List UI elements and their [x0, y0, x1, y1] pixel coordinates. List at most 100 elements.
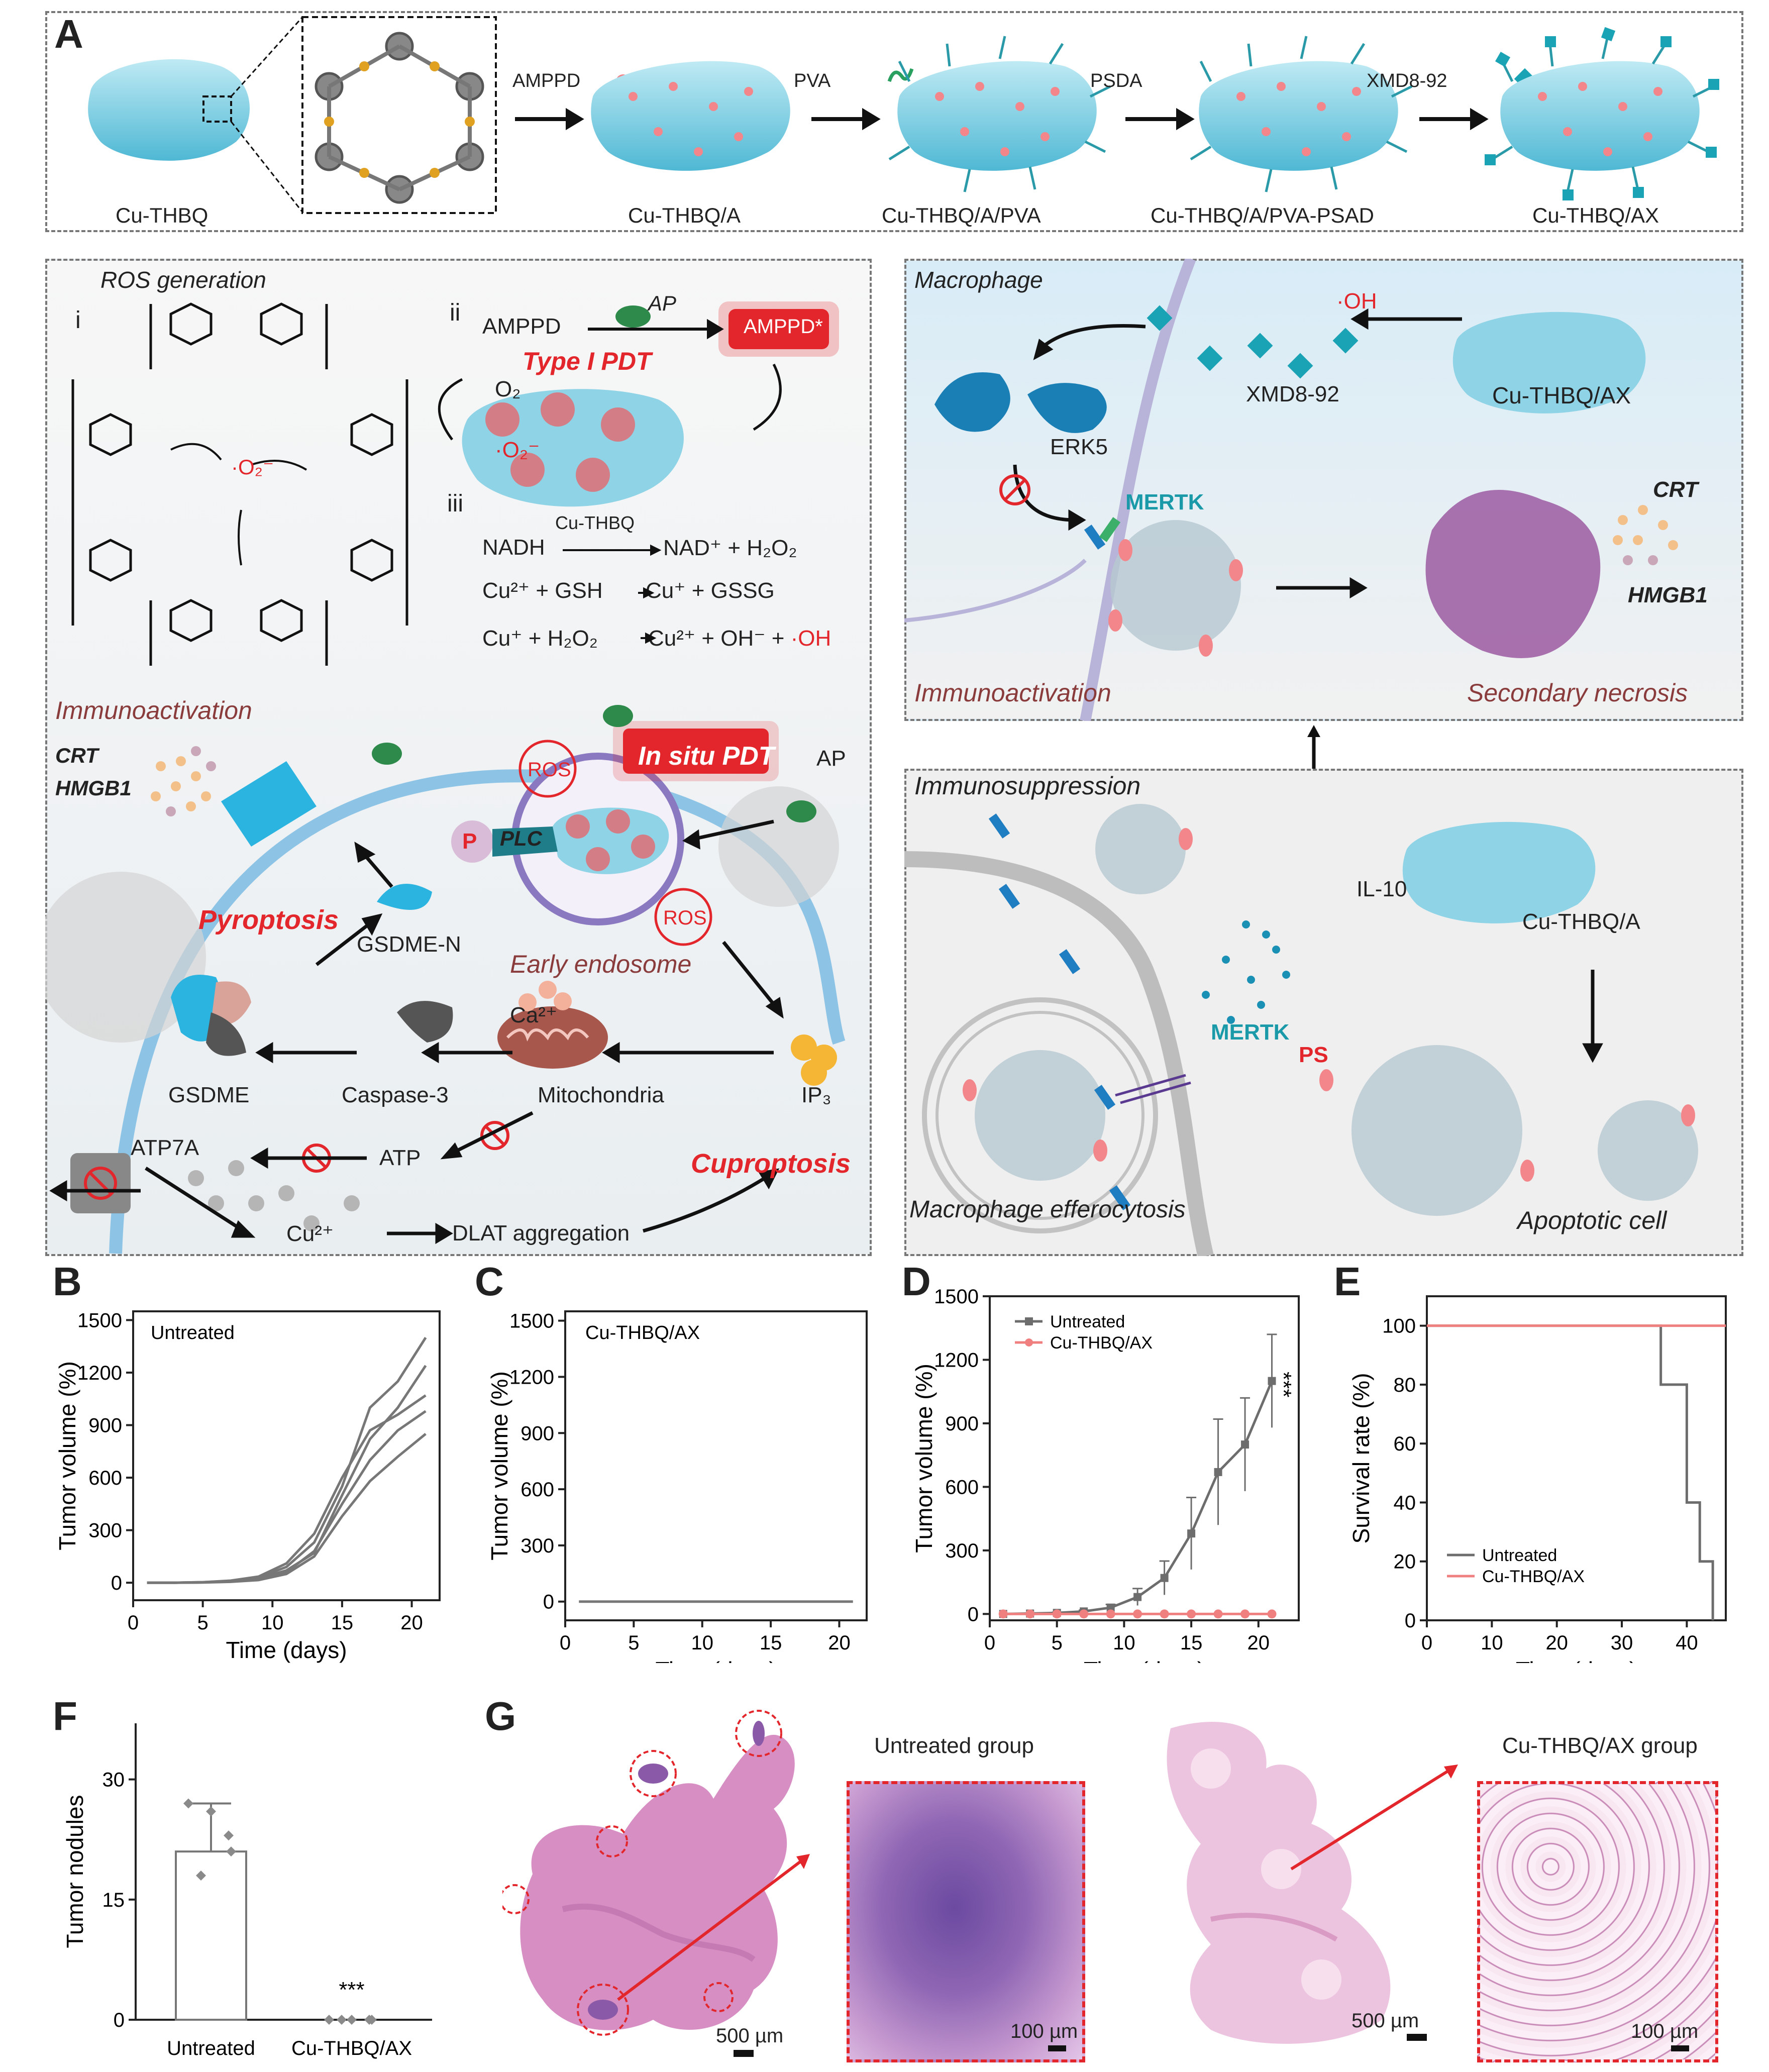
data-point: [1106, 1603, 1115, 1612]
lung-treated: [1151, 1708, 1462, 2060]
x-tick-label: Untreated: [167, 2037, 255, 2059]
data-point: [998, 1609, 1008, 1619]
x-tick-label: 10: [1481, 1632, 1503, 1654]
treated-group-label: Cu-THBQ/AX group: [1502, 1733, 1698, 1758]
dlat-label: DLAT aggregation: [452, 1221, 630, 1246]
hmgb1-right: HMGB1: [1628, 583, 1708, 607]
x-tick-label: 15: [760, 1632, 782, 1654]
zoom-untreated: 100 µm: [847, 1781, 1085, 2062]
data-point: [1187, 1529, 1196, 1538]
data-point: [1160, 1609, 1169, 1619]
ros-top: ROS: [528, 759, 571, 781]
cuproptosis-label: Cuproptosis: [691, 1149, 851, 1179]
il10-label: IL-10: [1357, 877, 1407, 901]
gsdme-n-label: GSDME-N: [357, 932, 461, 957]
significance-label: ***: [339, 1978, 364, 2002]
eq3-left: Cu⁺ + H₂O₂: [482, 626, 598, 651]
data-point: [1240, 1609, 1250, 1619]
data-point: [1160, 1574, 1169, 1582]
eq1-left: NADH: [482, 535, 545, 560]
x-tick-label: 5: [1052, 1632, 1063, 1654]
legend-label: Cu-THBQ/AX: [1482, 1567, 1585, 1586]
amppd-star-label: AMPPD*: [744, 316, 823, 338]
atp-label: ATP: [379, 1146, 421, 1170]
hydroxyl-label: ·OH: [1336, 289, 1377, 314]
annotation: Untreated: [151, 1322, 235, 1343]
crt-left: CRT: [55, 744, 98, 767]
x-tick-label: 10: [691, 1632, 713, 1654]
cu-thbq-catalyst: Cu-THBQ: [555, 512, 635, 533]
connector-arrow: [1307, 725, 1320, 771]
roman-iii: iii: [447, 490, 463, 517]
mertk-bottom-label: MERTK: [1211, 1020, 1290, 1045]
atp7a-label: ATP7A: [131, 1135, 199, 1160]
ros-bottom: ROS: [663, 907, 707, 929]
x-tick-label: 0: [984, 1632, 995, 1654]
y-tick-label: 1200: [934, 1349, 979, 1371]
x-tick-label: 30: [1611, 1632, 1633, 1654]
data-point: [1267, 1609, 1277, 1619]
roman-ii: ii: [450, 299, 461, 326]
eq1-right: NAD⁺ + H₂O₂: [663, 536, 797, 560]
ros-generation-title: ROS generation: [100, 267, 266, 293]
immunoactivation-left: Immunoactivation: [55, 696, 252, 724]
lung-untreated: [499, 1708, 814, 2050]
arrow-label-pva: PVA: [794, 70, 831, 91]
y-tick-label: 300: [945, 1540, 979, 1562]
label-cu-thbq-a-pva: Cu-THBQ/A/PVA: [882, 203, 1041, 227]
eq2-right: Cu⁺ + GSSG: [646, 578, 775, 603]
in-situ-pdt-label: In situ PDT: [638, 742, 775, 771]
plot-frame: [1426, 1295, 1727, 1621]
x-tick-label: 0: [560, 1632, 571, 1654]
x-tick-label: 20: [1247, 1632, 1270, 1654]
x-axis-label: Time (days): [655, 1657, 776, 1663]
zoom-treated: 100 µm: [1477, 1781, 1718, 2062]
roman-i: i: [75, 307, 81, 334]
ap-right: AP: [816, 746, 846, 771]
annotation: Cu-THBQ/AX: [585, 1322, 700, 1343]
y-tick-label: 15: [102, 1889, 125, 1911]
plot-frame: [989, 1295, 1300, 1621]
y-tick-label: 0: [968, 1603, 979, 1625]
y-tick-label: 30: [102, 1769, 125, 1791]
mertk-top-label: MERTK: [1125, 490, 1204, 514]
y-tick-label: 1500: [934, 1286, 979, 1308]
scalebar-500-a-bar: [734, 2050, 754, 2057]
data-point: [196, 1870, 206, 1881]
y-tick-label: 80: [1394, 1374, 1416, 1396]
arrow-label-psda: PSDA: [1090, 70, 1142, 91]
immunosuppression-graphics: [904, 804, 1698, 1256]
bar: [175, 1850, 247, 2021]
gsdme-label: GSDME: [168, 1083, 250, 1107]
y-tick-label: 0: [543, 1591, 554, 1613]
y-tick-label: 1500: [77, 1309, 122, 1331]
y-tick-label: 1200: [77, 1362, 122, 1384]
data-point: [1213, 1609, 1223, 1619]
xmd-label: XMD8-92: [1246, 382, 1339, 406]
data-point: [337, 2015, 347, 2025]
o2-radical-label: ·O₂⁻: [495, 438, 540, 462]
scalebar-100-b: 100 µm: [1631, 2020, 1699, 2042]
x-axis-label: Time (days): [1516, 1657, 1637, 1663]
scalebar-500-a: 500 µm: [716, 2025, 784, 2047]
y-tick-label: 300: [521, 1535, 554, 1557]
arrow-label-xmd: XMD8-92: [1367, 70, 1447, 91]
y-tick-label: 0: [1405, 1610, 1416, 1632]
y-tick-label: 100: [1382, 1315, 1416, 1337]
eq2-left: Cu²⁺ + GSH: [482, 578, 603, 603]
data-point: [1268, 1377, 1276, 1385]
superoxide-center: ·O₂⁻: [231, 455, 274, 479]
cu-thbq-a-right: Cu-THBQ/A: [1522, 909, 1640, 934]
data-point: [206, 1806, 216, 1817]
erk5-label: ERK5: [1050, 435, 1108, 459]
x-tick-label: 20: [400, 1612, 423, 1634]
panel-a-schematic: [88, 16, 1719, 214]
panel-label-g: G: [485, 1694, 516, 1738]
y-tick-label: 600: [945, 1476, 979, 1498]
data-point: [224, 1830, 234, 1841]
x-tick-label: 0: [128, 1612, 139, 1634]
caspase3-label: Caspase-3: [342, 1083, 449, 1107]
immunosuppression-title: Immunosuppression: [914, 772, 1141, 800]
series-line: [147, 1365, 427, 1584]
